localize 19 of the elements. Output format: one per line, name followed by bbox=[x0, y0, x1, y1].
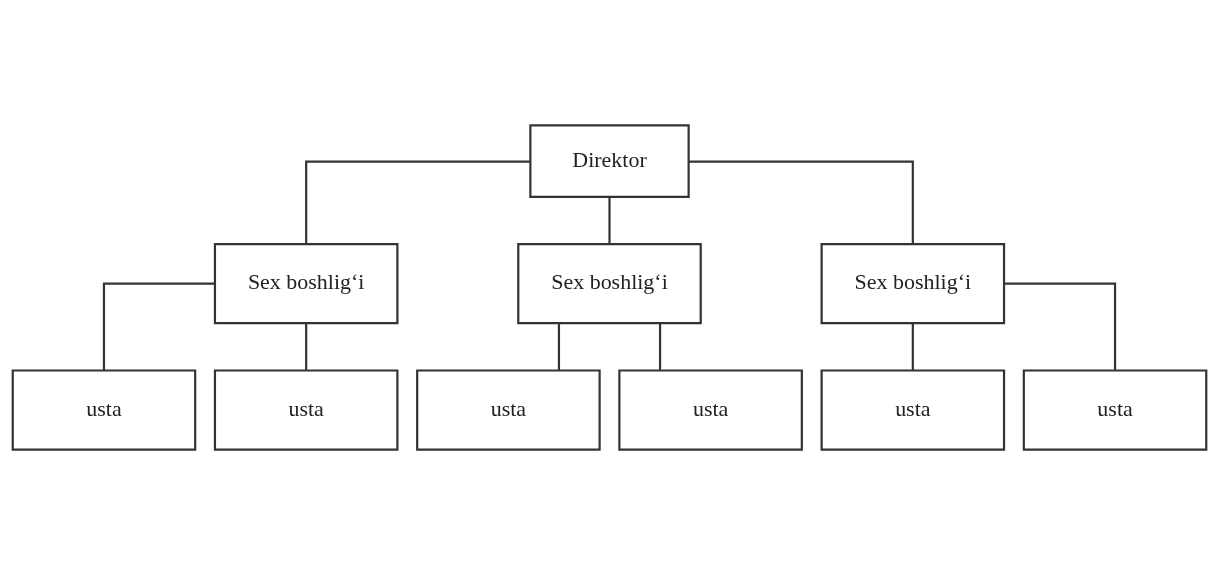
connector bbox=[102, 282, 215, 370]
node-box: usta bbox=[618, 368, 803, 451]
connector bbox=[305, 322, 308, 370]
node-box: usta bbox=[11, 368, 197, 451]
node-box: Sex boshlig‘i bbox=[820, 242, 1006, 324]
node-box: usta bbox=[1022, 368, 1208, 451]
node-box: Sex boshlig‘i bbox=[517, 242, 702, 324]
node-box: Sex boshlig‘i bbox=[213, 242, 399, 324]
node-box: Direktor bbox=[529, 123, 690, 198]
connector bbox=[911, 322, 914, 370]
connector bbox=[658, 322, 662, 370]
connector bbox=[688, 160, 914, 244]
node-box: usta bbox=[416, 368, 601, 451]
connector bbox=[608, 196, 611, 244]
connector bbox=[557, 322, 561, 370]
node-box: usta bbox=[820, 368, 1006, 451]
connector bbox=[1004, 282, 1117, 370]
connector bbox=[305, 160, 531, 244]
node-box: usta bbox=[213, 368, 399, 451]
